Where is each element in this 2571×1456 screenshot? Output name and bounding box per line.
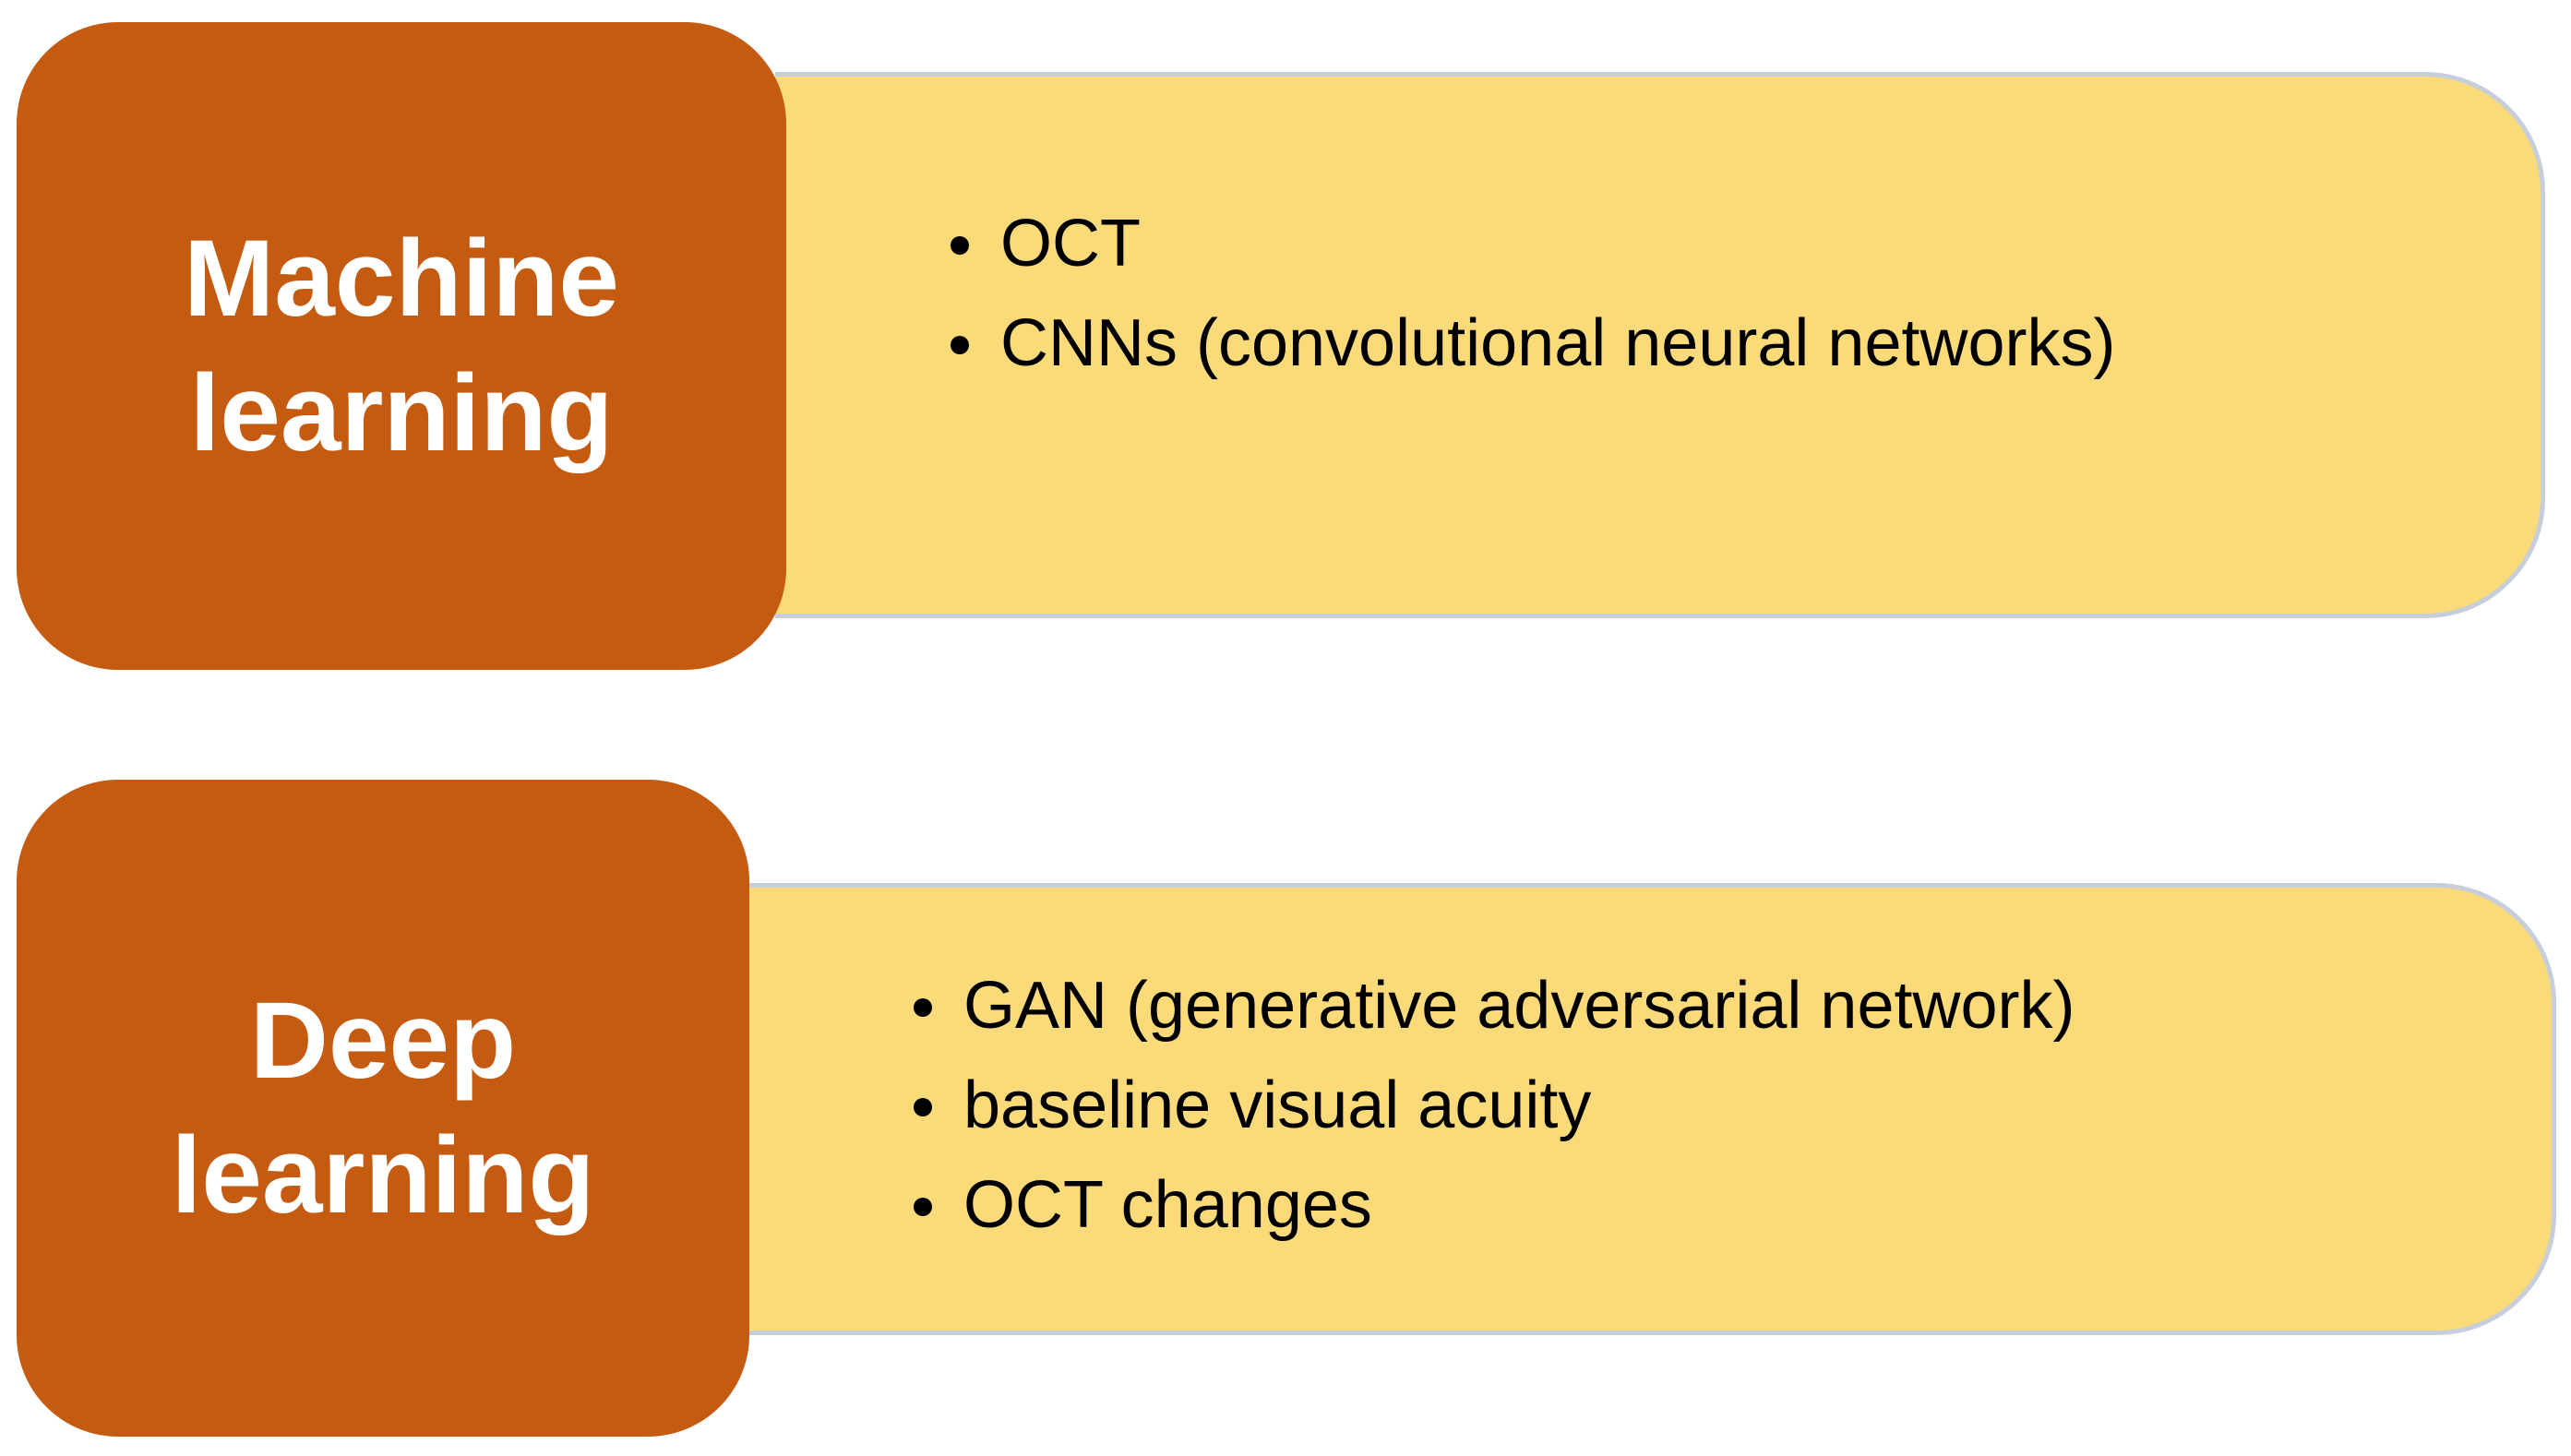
machine-learning-label-box: Machine learning	[17, 22, 786, 670]
machine-learning-bullet-list: OCT CNNs (convolutional neural networks)	[951, 194, 2116, 393]
machine-learning-label: Machine learning	[183, 218, 620, 474]
deep-learning-label-box: Deep learning	[17, 780, 749, 1437]
bullet-text: CNNs (convolutional neural networks)	[1000, 306, 2116, 380]
bullet-dot-icon	[914, 1198, 932, 1216]
deep-learning-bullet-list: GAN (generative adversarial network) bas…	[914, 956, 2075, 1255]
deep-learning-label: Deep learning	[171, 980, 595, 1236]
machine-learning-panel	[775, 72, 2545, 618]
bullet-item: CNNs (convolutional neural networks)	[951, 293, 2116, 393]
bullet-text: baseline visual acuity	[963, 1068, 1592, 1142]
bullet-item: baseline visual acuity	[914, 1056, 2075, 1155]
bullet-text: GAN (generative adversarial network)	[963, 969, 2075, 1043]
bullet-item: GAN (generative adversarial network)	[914, 956, 2075, 1056]
bullet-item: OCT	[951, 194, 2116, 293]
bullet-item: OCT changes	[914, 1155, 2075, 1255]
bullet-dot-icon	[914, 998, 932, 1017]
bullet-text: OCT changes	[963, 1168, 1372, 1242]
bullet-dot-icon	[914, 1098, 932, 1116]
deep-learning-panel	[738, 883, 2556, 1335]
bullet-dot-icon	[951, 336, 969, 354]
bullet-dot-icon	[951, 236, 969, 255]
bullet-text: OCT	[1000, 207, 1141, 280]
